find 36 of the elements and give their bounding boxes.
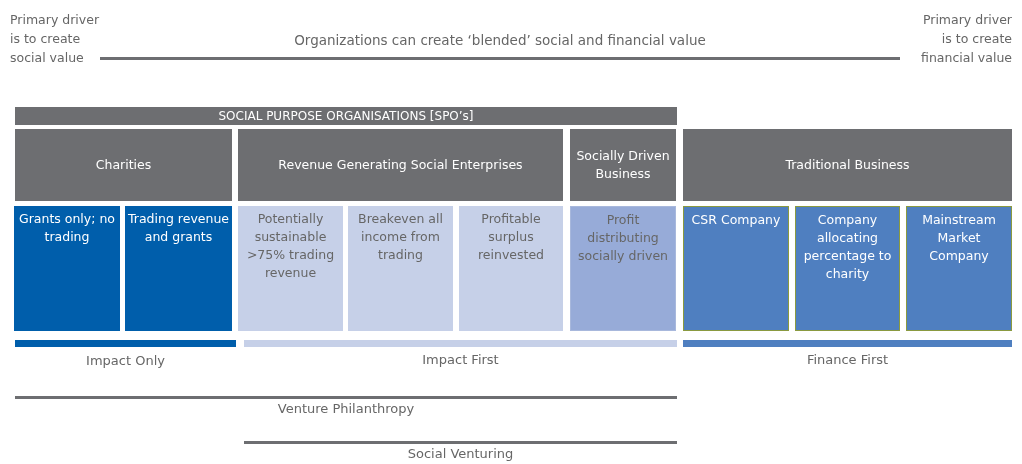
box-label: Company allocating percentage to charity: [802, 211, 893, 283]
range-label: Organizations can create ‘blended’ social and financial value: [293, 32, 707, 48]
range-label: Venture Philanthropy: [276, 401, 416, 416]
box-label: Profitable surplus reinvested: [476, 210, 546, 264]
box-label: Profit distributing socially driven: [576, 211, 669, 265]
header-label: Charities: [95, 156, 152, 174]
bar-label: Impact First: [421, 352, 500, 367]
category-box: [348, 206, 453, 331]
box-label: Grants only; no trading: [18, 210, 116, 246]
bar-label: Finance First: [805, 352, 890, 367]
box-label: Potentially sustainable >75% trading revenue: [245, 210, 336, 282]
header-label: Revenue Generating Social Enterprises: [278, 156, 523, 174]
category-header: [683, 129, 1012, 201]
category-header: [15, 129, 232, 201]
bar-label: Impact Only: [85, 353, 166, 368]
category-header: [570, 129, 676, 201]
header-label: Traditional Business: [785, 156, 910, 174]
box-label: Breakeven all income from trading: [357, 210, 444, 264]
category-box: [795, 206, 900, 331]
header-label: SOCIAL PURPOSE ORGANISATIONS [SPO’s]: [218, 109, 474, 123]
group-band: [15, 107, 677, 125]
category-box: [14, 206, 120, 331]
category-header: [238, 129, 563, 201]
category-box: [125, 206, 232, 331]
category-box: [238, 206, 343, 331]
category-box: [906, 206, 1012, 331]
box-label: Mainstream Market Company: [921, 211, 997, 265]
header-label: Socially Driven Business: [575, 147, 671, 183]
category-box: [459, 206, 563, 331]
category-box: [683, 206, 789, 331]
box-label: Trading revenue and grants: [128, 210, 229, 246]
driver-note: Primary driver is to create financial value: [920, 11, 1012, 67]
box-label: CSR Company: [691, 211, 781, 229]
category-box: [570, 206, 676, 331]
range-label: Social Venturing: [406, 446, 515, 461]
driver-note: Primary driver is to create social value: [10, 11, 100, 67]
